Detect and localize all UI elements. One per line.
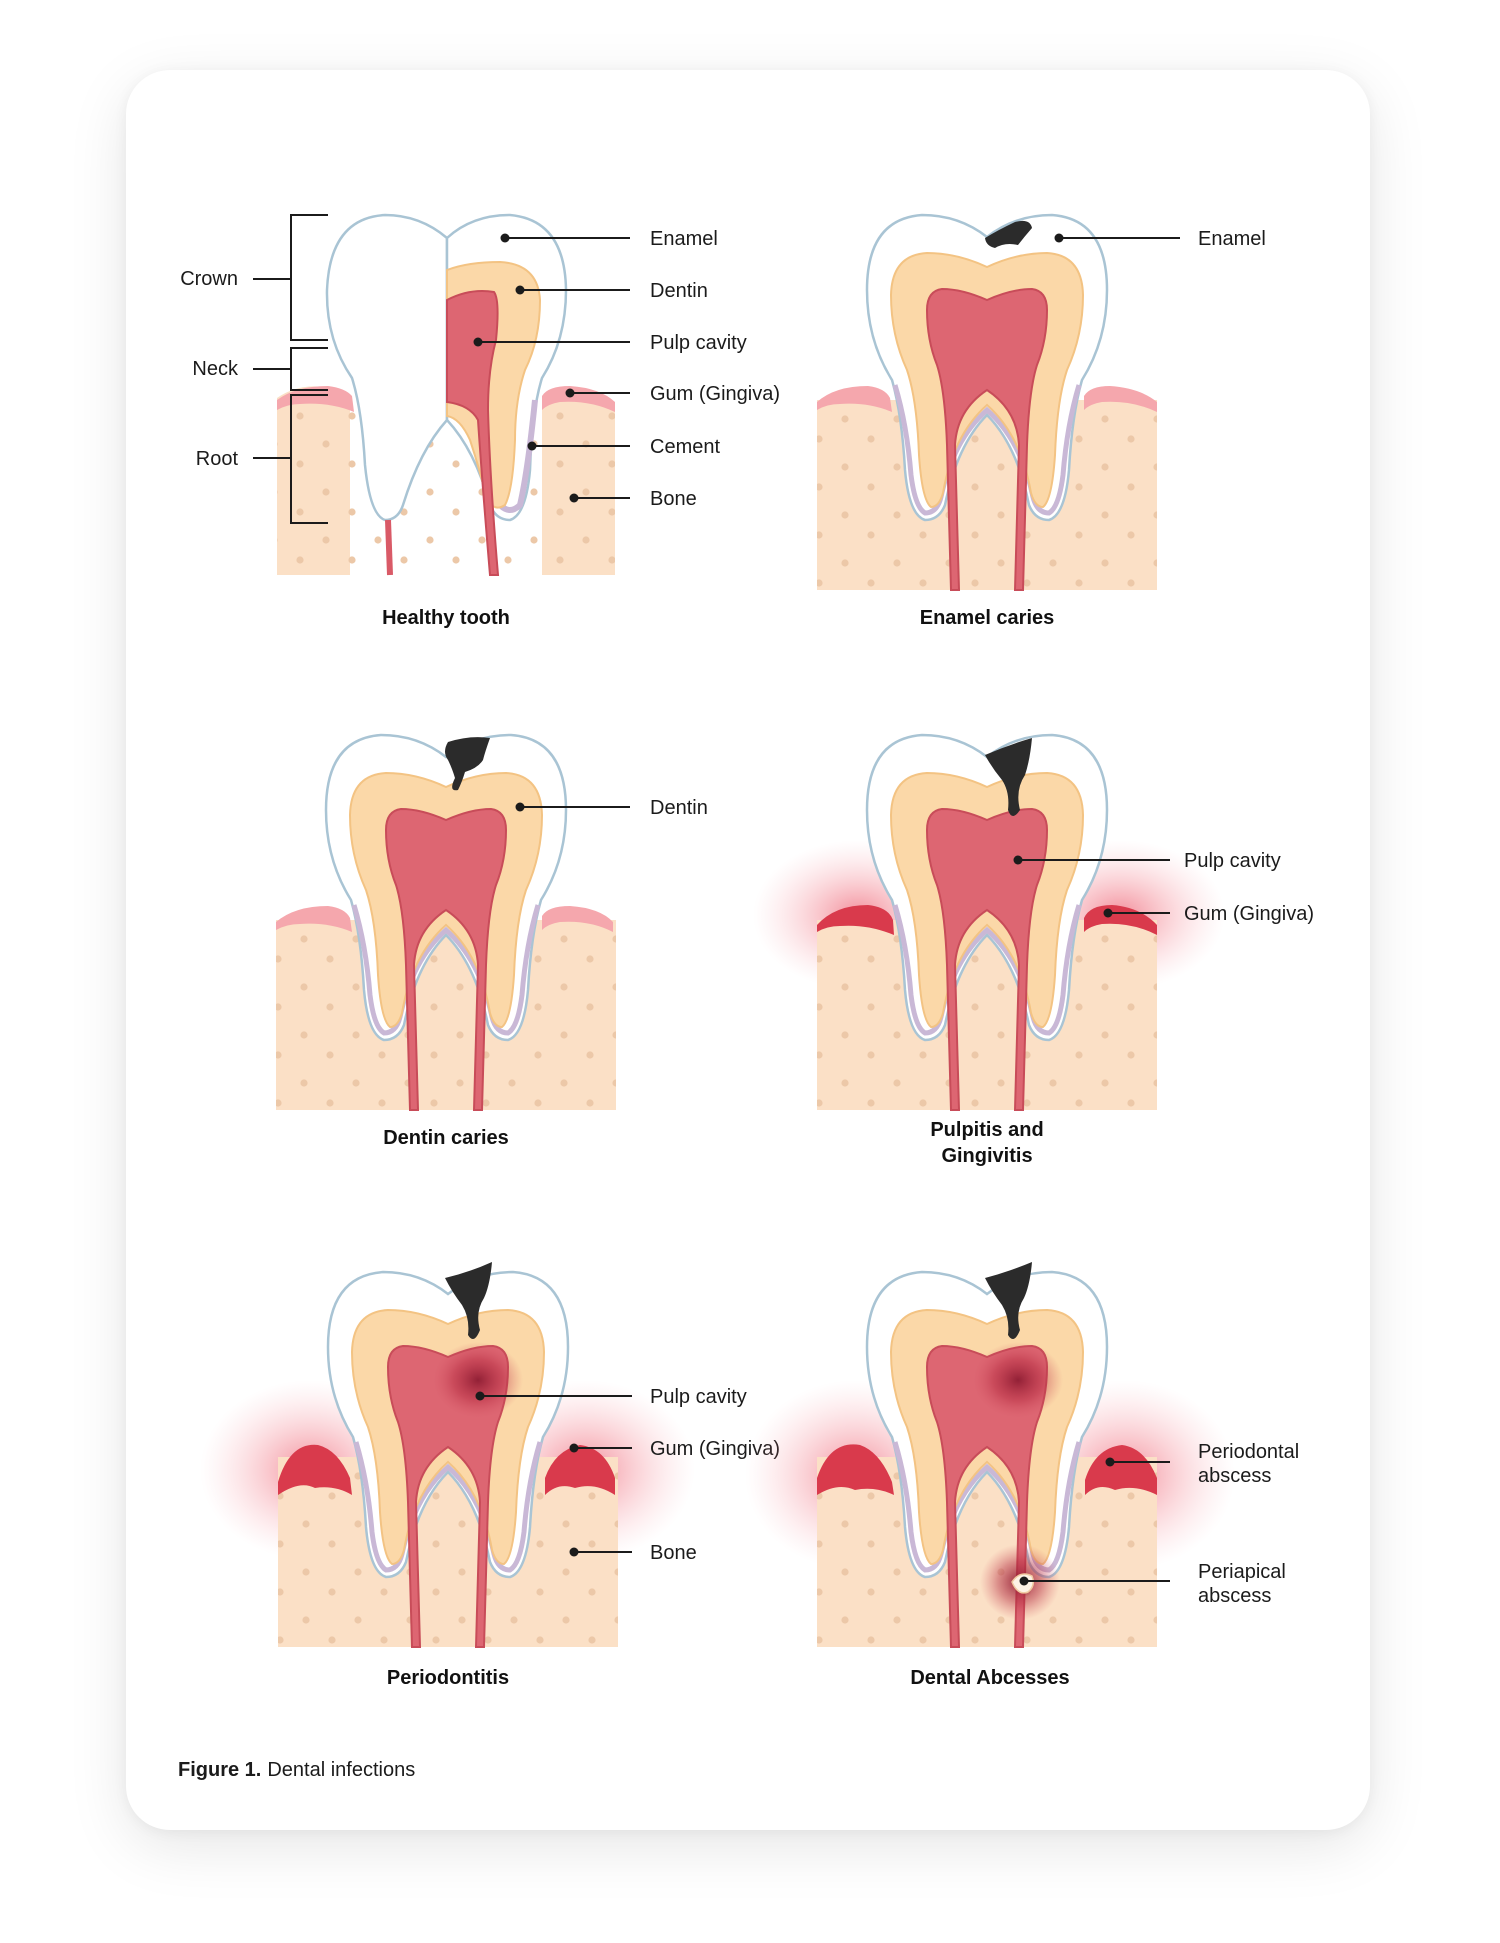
label-dentin-3: Dentin	[650, 797, 708, 819]
caption-dentin-caries: Dentin caries	[383, 1127, 509, 1149]
figure-prefix: Figure 1.	[178, 1759, 261, 1781]
panel-dental-abscesses: Periodontal abscess Periapical abscess D…	[745, 1262, 1299, 1689]
caption-pulpitis-line-2: Gingivitis	[941, 1145, 1032, 1167]
abscess-decay	[985, 1262, 1032, 1339]
healthy-tooth-left-half	[325, 213, 449, 522]
label-periodontal-line-1: Periodontal	[1198, 1441, 1299, 1463]
label-periapical-line-2: abscess	[1198, 1585, 1271, 1607]
healthy-leader-dots	[473, 233, 579, 503]
pulpitis-decay	[985, 738, 1032, 816]
figure-text: Dental infections	[267, 1759, 415, 1781]
dentin-caries-gum	[276, 906, 613, 932]
label-bone-5: Bone	[650, 1542, 697, 1564]
label-gum: Gum (Gingiva)	[650, 383, 780, 405]
caption-dental-abscesses: Dental Abcesses	[910, 1667, 1069, 1689]
enamel-caries-gum	[817, 386, 1157, 412]
label-enamel-2: Enamel	[1198, 228, 1266, 250]
periodontitis-pulp-infection	[433, 1342, 523, 1418]
healthy-leaders	[478, 237, 630, 499]
abscess-pulp-infection	[973, 1342, 1063, 1418]
label-dentin: Dentin	[650, 280, 708, 302]
label-neck: Neck	[192, 358, 239, 380]
periodontitis-gum	[278, 1444, 615, 1495]
structure-brackets	[253, 214, 328, 524]
panel-periodontitis: Pulp cavity Gum (Gingiva) Bone Periodont…	[200, 1262, 780, 1689]
label-crown: Crown	[180, 268, 238, 290]
caption-pulpitis-line-1: Pulpitis and	[930, 1119, 1043, 1141]
label-gum-4: Gum (Gingiva)	[1184, 903, 1314, 925]
panel-enamel-caries: Enamel Enamel caries	[817, 215, 1266, 629]
label-root: Root	[196, 448, 239, 470]
label-periodontal-line-2: abscess	[1198, 1465, 1271, 1487]
label-enamel: Enamel	[650, 228, 718, 250]
dentin-decay	[445, 737, 490, 791]
panel-dentin-caries: Dentin Dentin caries	[276, 735, 708, 1149]
healthy-bone	[277, 386, 615, 575]
caption-healthy-tooth: Healthy tooth	[382, 607, 510, 629]
abscess-gum	[817, 1444, 1157, 1495]
label-periapical-line-1: Periapical	[1198, 1561, 1286, 1583]
caption-enamel-caries: Enamel caries	[920, 607, 1055, 629]
healthy-tooth-right-half	[385, 213, 568, 576]
enamel-decay	[985, 220, 1032, 248]
periodontitis-decay	[445, 1262, 492, 1339]
label-pulp-cavity-4: Pulp cavity	[1184, 850, 1281, 872]
panel-pulpitis-gingivitis: Pulp cavity Gum (Gingiva) Pulpitis and G…	[753, 735, 1314, 1167]
label-pulp-cavity: Pulp cavity	[650, 332, 747, 354]
caption-periodontitis: Periodontitis	[387, 1667, 509, 1689]
label-cement: Cement	[650, 436, 720, 458]
label-pulp-cavity-5: Pulp cavity	[650, 1386, 747, 1408]
figure-caption: Figure 1. Dental infections	[178, 1759, 415, 1781]
label-gum-5: Gum (Gingiva)	[650, 1438, 780, 1460]
panel-healthy-tooth: Crown Neck Root Enamel Dentin Pulp cavit…	[180, 213, 780, 629]
label-bone: Bone	[650, 488, 697, 510]
